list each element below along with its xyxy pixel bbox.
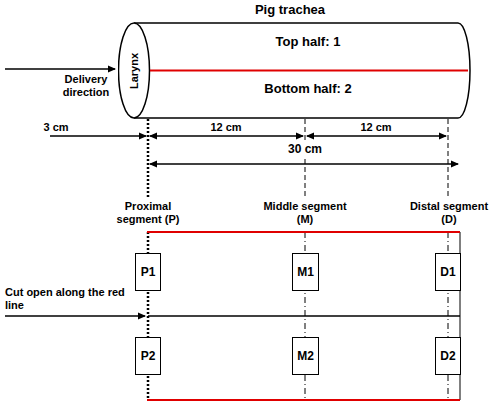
dimension-label: Proximal segment (P) bbox=[103, 200, 193, 226]
drawn-line bbox=[305, 119, 306, 198]
sample-box: D1 bbox=[435, 253, 461, 291]
drawn-line bbox=[5, 315, 145, 317]
drawn-line bbox=[147, 399, 460, 401]
sample-box: P2 bbox=[135, 337, 161, 375]
dimension-label: Middle segment (M) bbox=[260, 200, 350, 226]
half-label: Top half: 1 bbox=[158, 34, 458, 49]
sample-id: P1 bbox=[141, 265, 156, 279]
dimension-label: Cut open along the red line bbox=[5, 286, 143, 312]
drawn-line bbox=[148, 315, 460, 317]
dimension-label: 30 cm bbox=[272, 143, 338, 156]
dimension-label: Distal segment (D) bbox=[406, 200, 492, 226]
sample-id: M2 bbox=[297, 349, 314, 363]
sample-box: P1 bbox=[135, 253, 161, 291]
half-label: Bottom half: 2 bbox=[158, 81, 458, 96]
dimension-label: 3 cm bbox=[36, 121, 76, 134]
larynx-ellipse: Larynx bbox=[118, 23, 150, 118]
figure-title: Pig trachea bbox=[190, 3, 390, 16]
drawn-line bbox=[147, 119, 150, 198]
sample-id: P2 bbox=[141, 349, 156, 363]
sample-id: D2 bbox=[440, 349, 455, 363]
dimension-label: 12 cm bbox=[346, 121, 406, 134]
cut-line bbox=[150, 70, 468, 72]
drawn-line bbox=[147, 231, 460, 233]
sample-box: M1 bbox=[292, 253, 319, 291]
larynx-label: Larynx bbox=[128, 52, 140, 88]
drawn-line bbox=[150, 135, 303, 137]
dimension-label: 12 cm bbox=[196, 121, 256, 134]
larynx-end bbox=[119, 23, 150, 118]
sample-box: M2 bbox=[292, 337, 319, 375]
sample-id: M1 bbox=[297, 265, 314, 279]
sample-box: D2 bbox=[435, 337, 461, 375]
label-text: 30 cm bbox=[286, 142, 324, 156]
drawn-line bbox=[5, 68, 115, 70]
tube-outline bbox=[134, 23, 470, 118]
dimension-label: Delivery direction bbox=[55, 73, 117, 99]
drawn-line bbox=[50, 135, 146, 137]
trachea-cylinder: Top half: 1 Bottom half: 2 Larynx bbox=[118, 22, 472, 119]
drawn-line bbox=[307, 135, 446, 137]
drawn-line bbox=[448, 119, 449, 198]
drawn-line bbox=[150, 163, 458, 165]
sample-id: D1 bbox=[440, 265, 455, 279]
